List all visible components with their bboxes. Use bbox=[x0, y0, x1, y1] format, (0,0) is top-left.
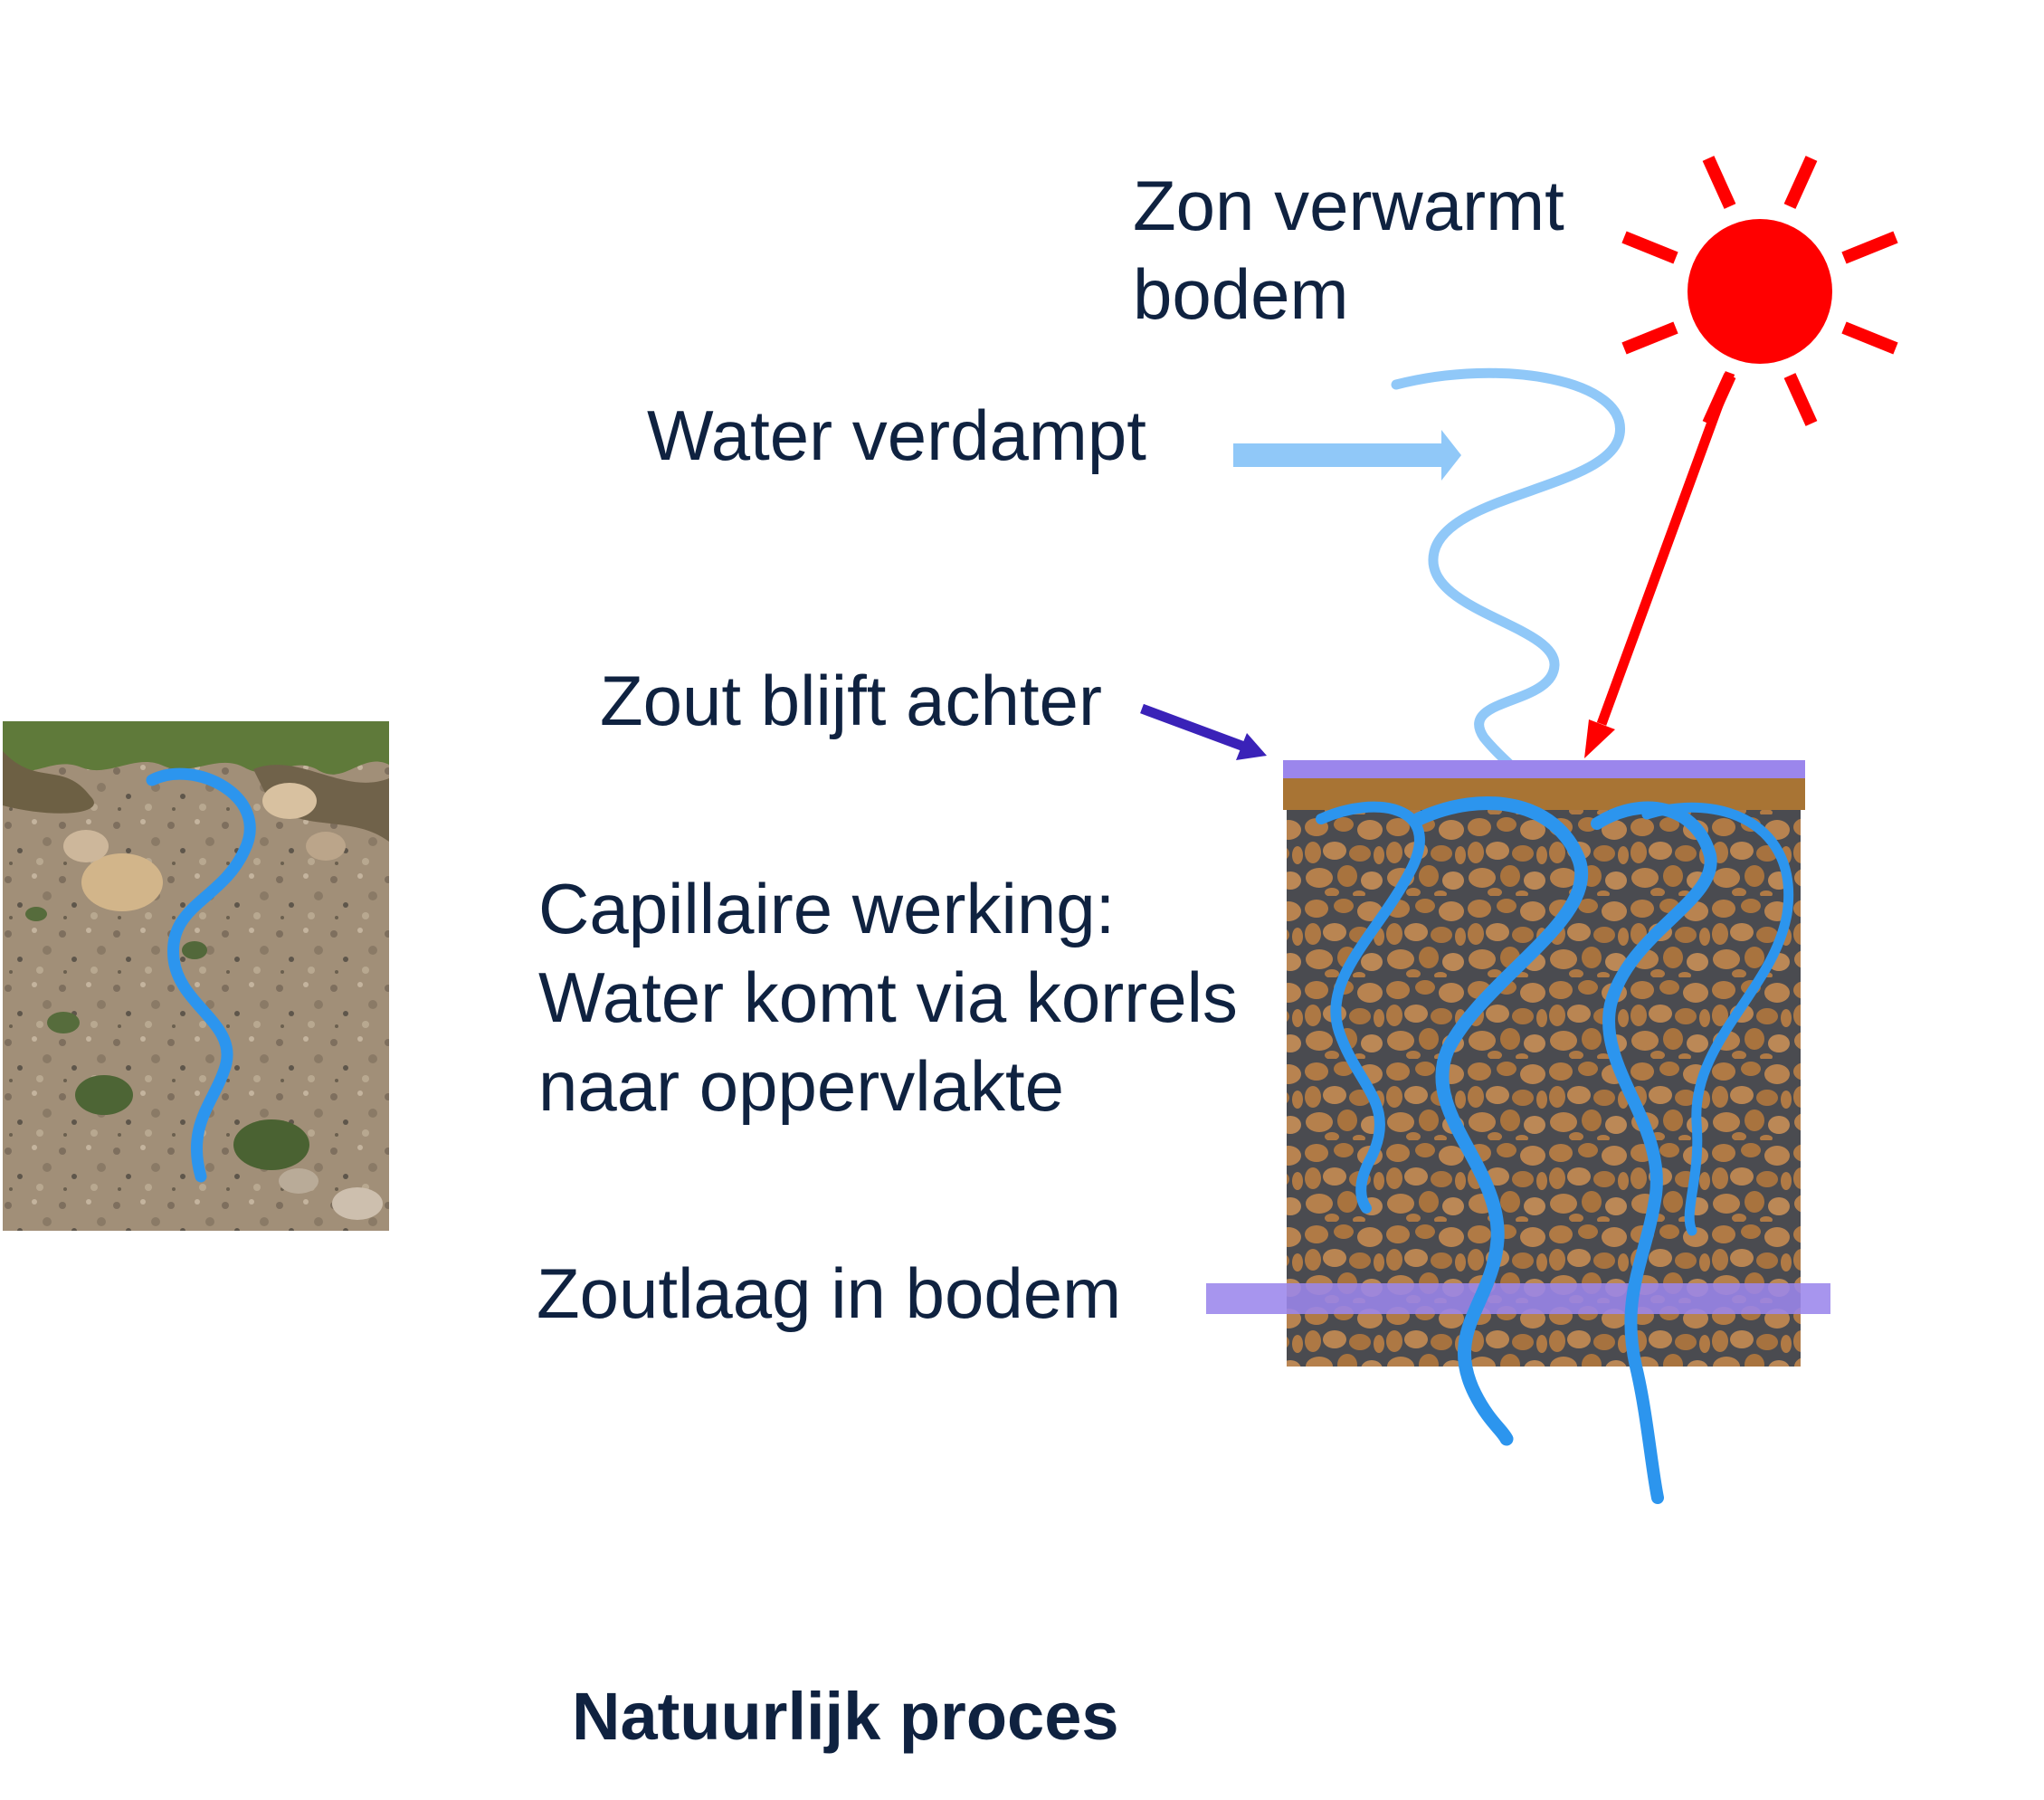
label-sun-heats-soil: Zon verwarmt bodem bbox=[1133, 161, 1564, 338]
evaporation-arrow bbox=[1233, 430, 1461, 481]
capillary-ribbon bbox=[1591, 801, 1717, 1504]
capillary-water-ribbons bbox=[1316, 796, 1794, 1504]
surface-salt-layer bbox=[1283, 760, 1805, 778]
sun-ray-arrow bbox=[1584, 371, 1735, 758]
capillary-ribbon bbox=[146, 767, 256, 1183]
label-salt-layer: Zoutlaag in bodem bbox=[537, 1253, 1122, 1333]
vapor-wave bbox=[1391, 367, 1625, 782]
label-line: Zon verwarmt bbox=[1133, 166, 1564, 245]
label-capillary-action: Capillaire werking: Water komt via korre… bbox=[538, 864, 1238, 1130]
label-line: bodem bbox=[1133, 254, 1349, 334]
capillary-ribbon bbox=[1641, 802, 1794, 1236]
capillary-ribbon bbox=[1316, 801, 1425, 1214]
capillary-ribbon bbox=[1412, 796, 1588, 1446]
salt-layer-in-soil bbox=[1206, 1283, 1830, 1314]
label-salt-remains: Zout blijft achter bbox=[600, 661, 1102, 740]
label-water-evaporates: Water verdampt bbox=[647, 395, 1146, 475]
soil-block bbox=[1206, 760, 1830, 1367]
label-line: naar oppervlakte bbox=[538, 1046, 1065, 1126]
label-line: Water komt via korrels bbox=[538, 957, 1238, 1037]
sun-icon bbox=[1621, 156, 1898, 426]
photo-eroded-hillside bbox=[3, 721, 389, 1231]
label-line: Capillaire werking: bbox=[538, 869, 1116, 948]
salt-arrow bbox=[1140, 703, 1267, 760]
diagram-title: Natuurlijk proces bbox=[572, 1679, 1119, 1754]
